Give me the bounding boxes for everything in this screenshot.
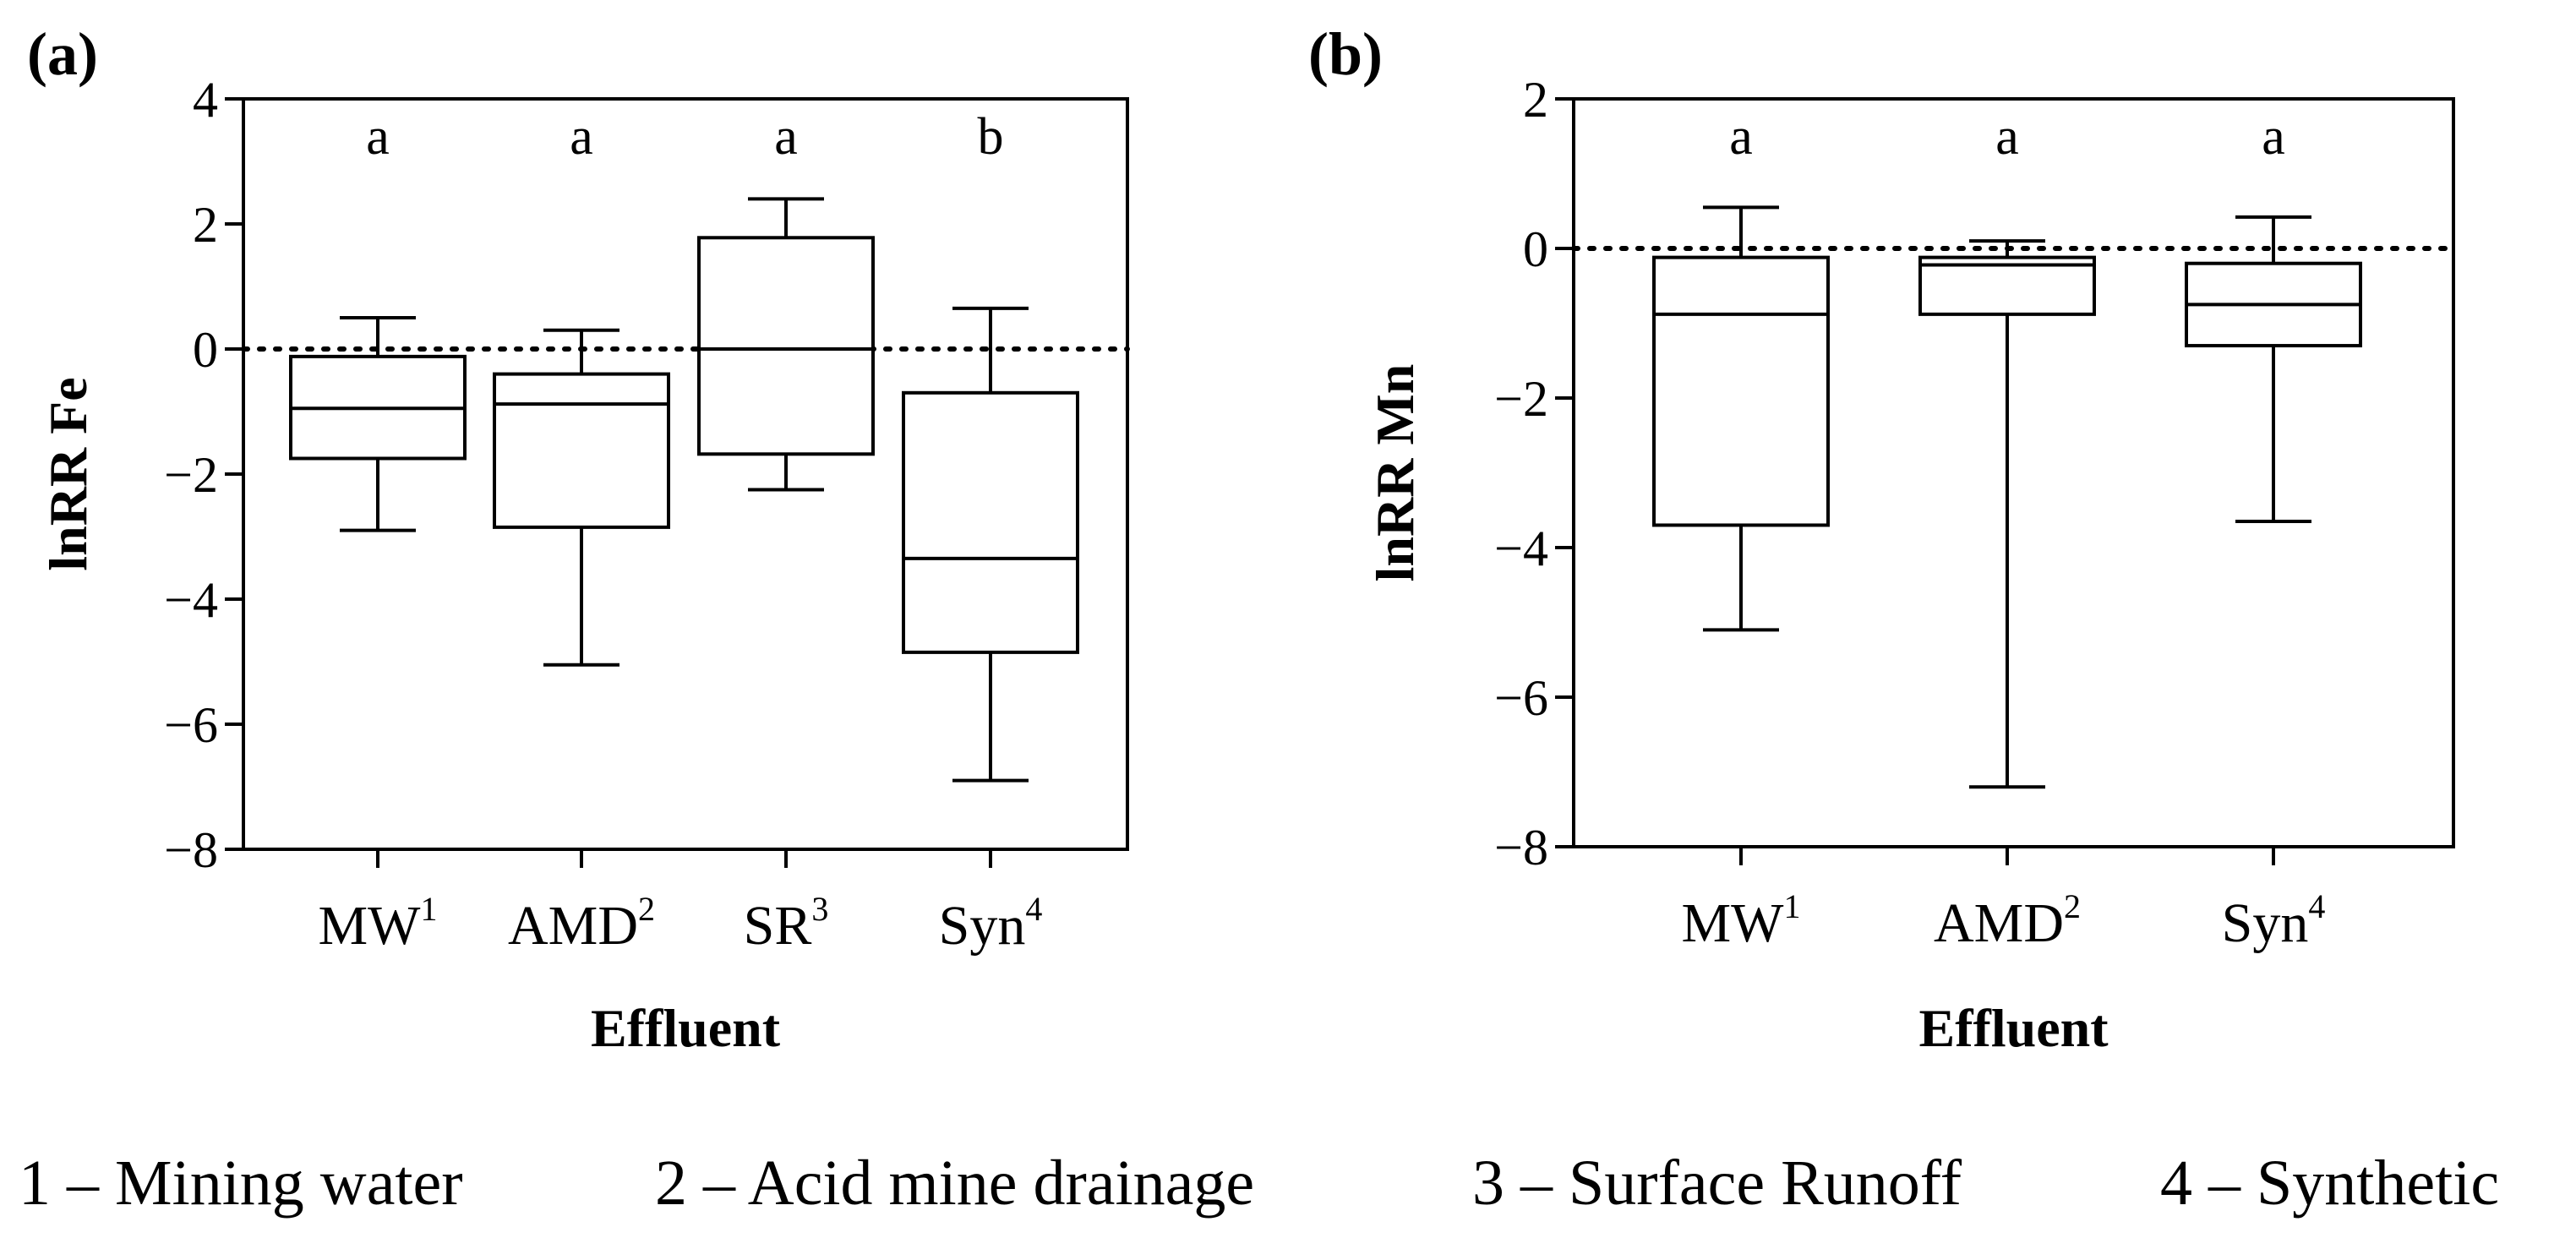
box-mw — [289, 316, 467, 532]
y-tick-label: 4 — [193, 72, 218, 128]
x-axis-title: Effluent — [1919, 998, 2109, 1058]
box-iqr — [697, 236, 875, 456]
y-tick-label: −4 — [1494, 521, 1548, 576]
box-mw — [1652, 205, 1830, 632]
footnote-2: 2 – Acid mine drainage — [655, 1148, 1254, 1219]
y-tick-label: −4 — [164, 572, 218, 628]
footnotes: 1 – Mining water 2 – Acid mine drainage … — [19, 1148, 2499, 1219]
footnote-3: 3 – Surface Runoff — [1472, 1148, 1962, 1219]
significance-letter: a — [570, 108, 593, 166]
box-amd — [493, 328, 670, 667]
significance-letter: a — [2262, 108, 2285, 166]
y-tick-label: −6 — [1494, 670, 1548, 726]
box-amd — [1918, 239, 2096, 789]
box-syn — [902, 306, 1079, 783]
y-tick-label: 0 — [193, 322, 218, 378]
x-tick-label: Syn4 — [939, 890, 1043, 957]
y-tick-label: −8 — [1494, 820, 1548, 875]
significance-letter: a — [1995, 108, 2019, 166]
y-tick-label: 2 — [1523, 72, 1548, 128]
panel-label: (b) — [1308, 20, 1383, 88]
x-tick-label: Syn4 — [2222, 887, 2326, 954]
y-tick-label: −2 — [1494, 371, 1548, 427]
significance-letter: a — [774, 108, 798, 166]
y-tick-label: 2 — [193, 197, 218, 253]
x-axis-title: Effluent — [591, 998, 781, 1058]
y-tick-label: −2 — [164, 447, 218, 503]
y-tick-label: −8 — [164, 822, 218, 878]
box-iqr — [1652, 255, 1830, 527]
box-iqr — [902, 390, 1079, 654]
significance-letter: a — [366, 108, 390, 166]
x-tick-label: AMD2 — [1934, 887, 2081, 954]
y-axis-title: lnRR Fe — [38, 377, 98, 570]
footnote-1: 1 – Mining water — [19, 1148, 463, 1219]
box-syn — [2185, 215, 2362, 524]
box-iqr — [1918, 255, 2096, 316]
significance-letter: b — [978, 108, 1004, 166]
y-tick-label: −6 — [164, 697, 218, 753]
x-tick-label: MW1 — [319, 890, 438, 957]
box-sr — [697, 197, 875, 492]
significance-letter: a — [1729, 108, 1753, 166]
x-tick-label: MW1 — [1682, 887, 1801, 954]
panel-label: (a) — [27, 20, 98, 88]
box-iqr — [493, 372, 670, 529]
plot-frame — [1572, 97, 2455, 848]
y-axis-title: lnRR Mn — [1365, 364, 1425, 582]
x-tick-label: AMD2 — [508, 890, 655, 957]
x-tick-label: SR3 — [744, 890, 829, 957]
footnote-4: 4 – Synthetic — [2160, 1148, 2499, 1219]
y-tick-label: 0 — [1523, 221, 1548, 277]
